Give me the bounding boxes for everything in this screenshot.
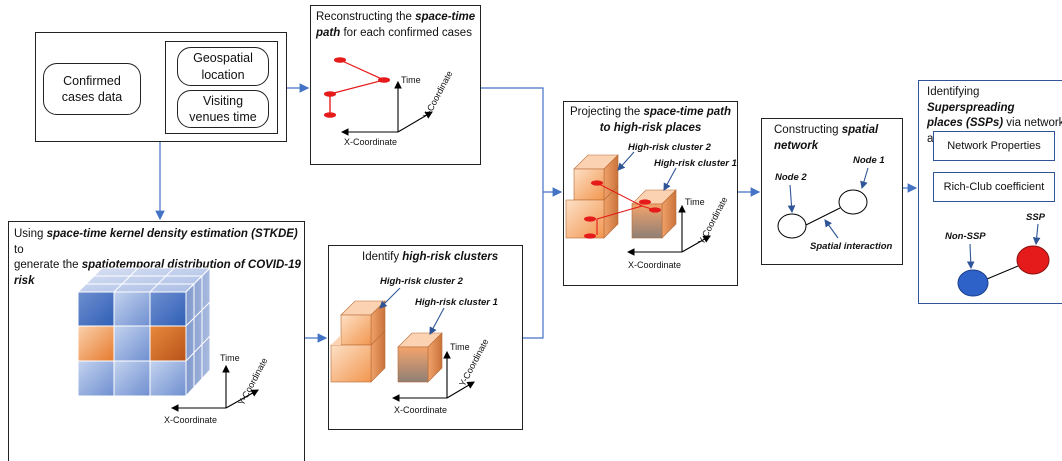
clusters-cluster2-label: High-risk cluster 2 (380, 276, 463, 287)
node2-circle (777, 213, 807, 239)
non-ssp-label: Non-SSP (945, 231, 986, 242)
path-point (324, 112, 336, 118)
clusters-time-label: Time (450, 342, 470, 352)
rich-club-box: Rich-Club coefficient (933, 172, 1055, 202)
path-point (324, 91, 336, 97)
clusters-x-label: X-Coordinate (394, 405, 448, 415)
non-ssp-node (957, 269, 989, 297)
stkde-x-label: X-Coordinate (164, 415, 218, 425)
geospatial-location-label: Geospatial location (193, 51, 253, 82)
network-panel (761, 118, 903, 265)
ssp-title: Identifying Superspreading places (SSPs)… (927, 86, 1062, 145)
node2-label: Node 2 (775, 172, 807, 183)
clusters-title: Identify high-risk clusters (362, 251, 499, 263)
projected-point (649, 207, 661, 213)
confirmed-cases-box: Confirmed cases data (43, 63, 141, 115)
path-point (334, 57, 346, 63)
projecting-x-label: X-Coordinate (628, 260, 682, 270)
projecting-cluster2-label: High-risk cluster 2 (628, 142, 711, 153)
projected-point (584, 233, 596, 239)
network-title: Constructing spatial network (774, 124, 879, 152)
clusters-cluster1-label: High-risk cluster 1 (415, 297, 498, 308)
projecting-time-label: Time (685, 197, 705, 207)
projected-point (639, 199, 651, 205)
reconstruct-x-label: X-Coordinate (344, 137, 398, 147)
projecting-cluster1-label: High-risk cluster 1 (654, 158, 737, 169)
arrow-clusters-merge (523, 192, 544, 339)
path-point (378, 77, 390, 83)
projected-point (584, 216, 596, 222)
geospatial-location-box: Geospatial location (177, 47, 269, 86)
arrow-reconstruct-merge (481, 87, 544, 192)
network-properties-label: Network Properties (947, 140, 1041, 152)
rich-club-label: Rich-Club coefficient (943, 181, 1045, 193)
ssp-label: SSP (1026, 212, 1046, 223)
spatial-interaction-label: Spatial interaction (810, 241, 893, 252)
node1-circle (838, 189, 868, 215)
network-properties-box: Network Properties (933, 131, 1055, 161)
confirmed-cases-label: Confirmed cases data (61, 73, 123, 104)
projecting-title: Projecting the space-time path to high-r… (569, 106, 732, 134)
visiting-venues-box: Visiting venues time (177, 90, 269, 128)
node1-label: Node 1 (853, 155, 885, 166)
ssp-node (1016, 245, 1050, 275)
reconstruct-time-label: Time (401, 75, 421, 85)
reconstruct-title: Reconstructing the space-time path for e… (316, 11, 476, 39)
projected-point (591, 180, 603, 186)
visiting-venues-label: Visiting venues time (189, 93, 257, 124)
stkde-time-label: Time (220, 353, 240, 363)
